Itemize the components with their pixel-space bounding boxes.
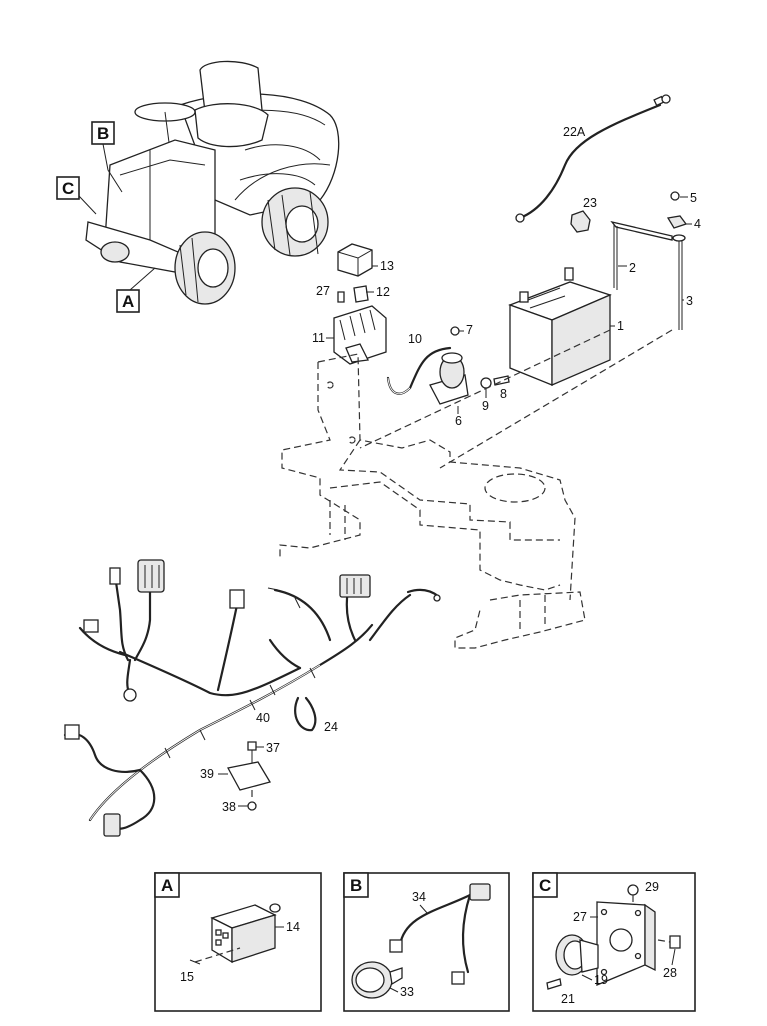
part-6-solenoid bbox=[429, 352, 469, 405]
part-13-cover bbox=[337, 243, 373, 277]
label-24: 24 bbox=[324, 720, 338, 734]
callout-c-box bbox=[56, 176, 80, 200]
label-21: 21 bbox=[561, 992, 575, 1006]
label-14: 14 bbox=[286, 920, 300, 934]
part-14-switch bbox=[210, 903, 281, 964]
part-23-clip bbox=[570, 210, 591, 233]
part-33-lamp bbox=[351, 961, 403, 999]
inset-b-label: B bbox=[350, 876, 362, 895]
inset-c-frame bbox=[532, 872, 696, 1012]
inset-c-label: C bbox=[539, 876, 551, 895]
label-11: 11 bbox=[312, 331, 325, 345]
label-28: 28 bbox=[663, 966, 677, 980]
callout-a-box bbox=[116, 289, 140, 313]
label-34: 34 bbox=[412, 890, 426, 904]
label-1: 1 bbox=[617, 319, 624, 333]
part-34-lamp-harness bbox=[389, 883, 491, 985]
inset-b-tag bbox=[343, 872, 369, 898]
label-3: 3 bbox=[686, 294, 693, 308]
inset-b-frame bbox=[343, 872, 510, 1012]
callout-b-label: B bbox=[97, 124, 109, 143]
label-4: 4 bbox=[694, 217, 701, 231]
callout-a-label: A bbox=[122, 292, 134, 311]
label-12: 12 bbox=[376, 285, 390, 299]
battery-icon bbox=[508, 267, 612, 386]
callout-c-label: C bbox=[62, 179, 74, 198]
label-5: 5 bbox=[690, 191, 697, 205]
label-40: 40 bbox=[256, 711, 270, 725]
label-13: 13 bbox=[380, 259, 394, 273]
part-27-bracket bbox=[596, 901, 656, 986]
part-19-socket bbox=[555, 934, 599, 976]
inset-c-tag bbox=[532, 872, 558, 898]
label-23: 23 bbox=[583, 196, 597, 210]
label-9: 9 bbox=[482, 399, 489, 413]
wiring-harness-icon bbox=[63, 559, 441, 837]
inset-a-label: A bbox=[161, 876, 173, 895]
label-39: 39 bbox=[200, 767, 214, 781]
battery-hold-down bbox=[610, 191, 688, 330]
label-2: 2 bbox=[629, 261, 636, 275]
label-27-inset: 27 bbox=[573, 910, 587, 924]
riding-mower-icon bbox=[85, 60, 340, 305]
chassis-frame bbox=[279, 353, 586, 649]
label-10: 10 bbox=[408, 332, 422, 346]
label-15: 15 bbox=[180, 970, 194, 984]
label-38: 38 bbox=[222, 800, 236, 814]
label-29: 29 bbox=[645, 880, 659, 894]
label-27-top: 27 bbox=[316, 284, 330, 298]
inset-a-tag bbox=[154, 872, 180, 898]
inset-a-frame bbox=[154, 872, 322, 1012]
label-33: 33 bbox=[400, 985, 414, 999]
label-6: 6 bbox=[455, 414, 462, 428]
battery-cable-22a bbox=[515, 94, 671, 223]
part-11-fuse-block bbox=[333, 305, 387, 365]
label-19: 19 bbox=[594, 973, 608, 987]
label-37: 37 bbox=[266, 741, 280, 755]
label-7: 7 bbox=[466, 323, 473, 337]
label-8: 8 bbox=[500, 387, 507, 401]
label-22a: 22A bbox=[563, 125, 586, 139]
